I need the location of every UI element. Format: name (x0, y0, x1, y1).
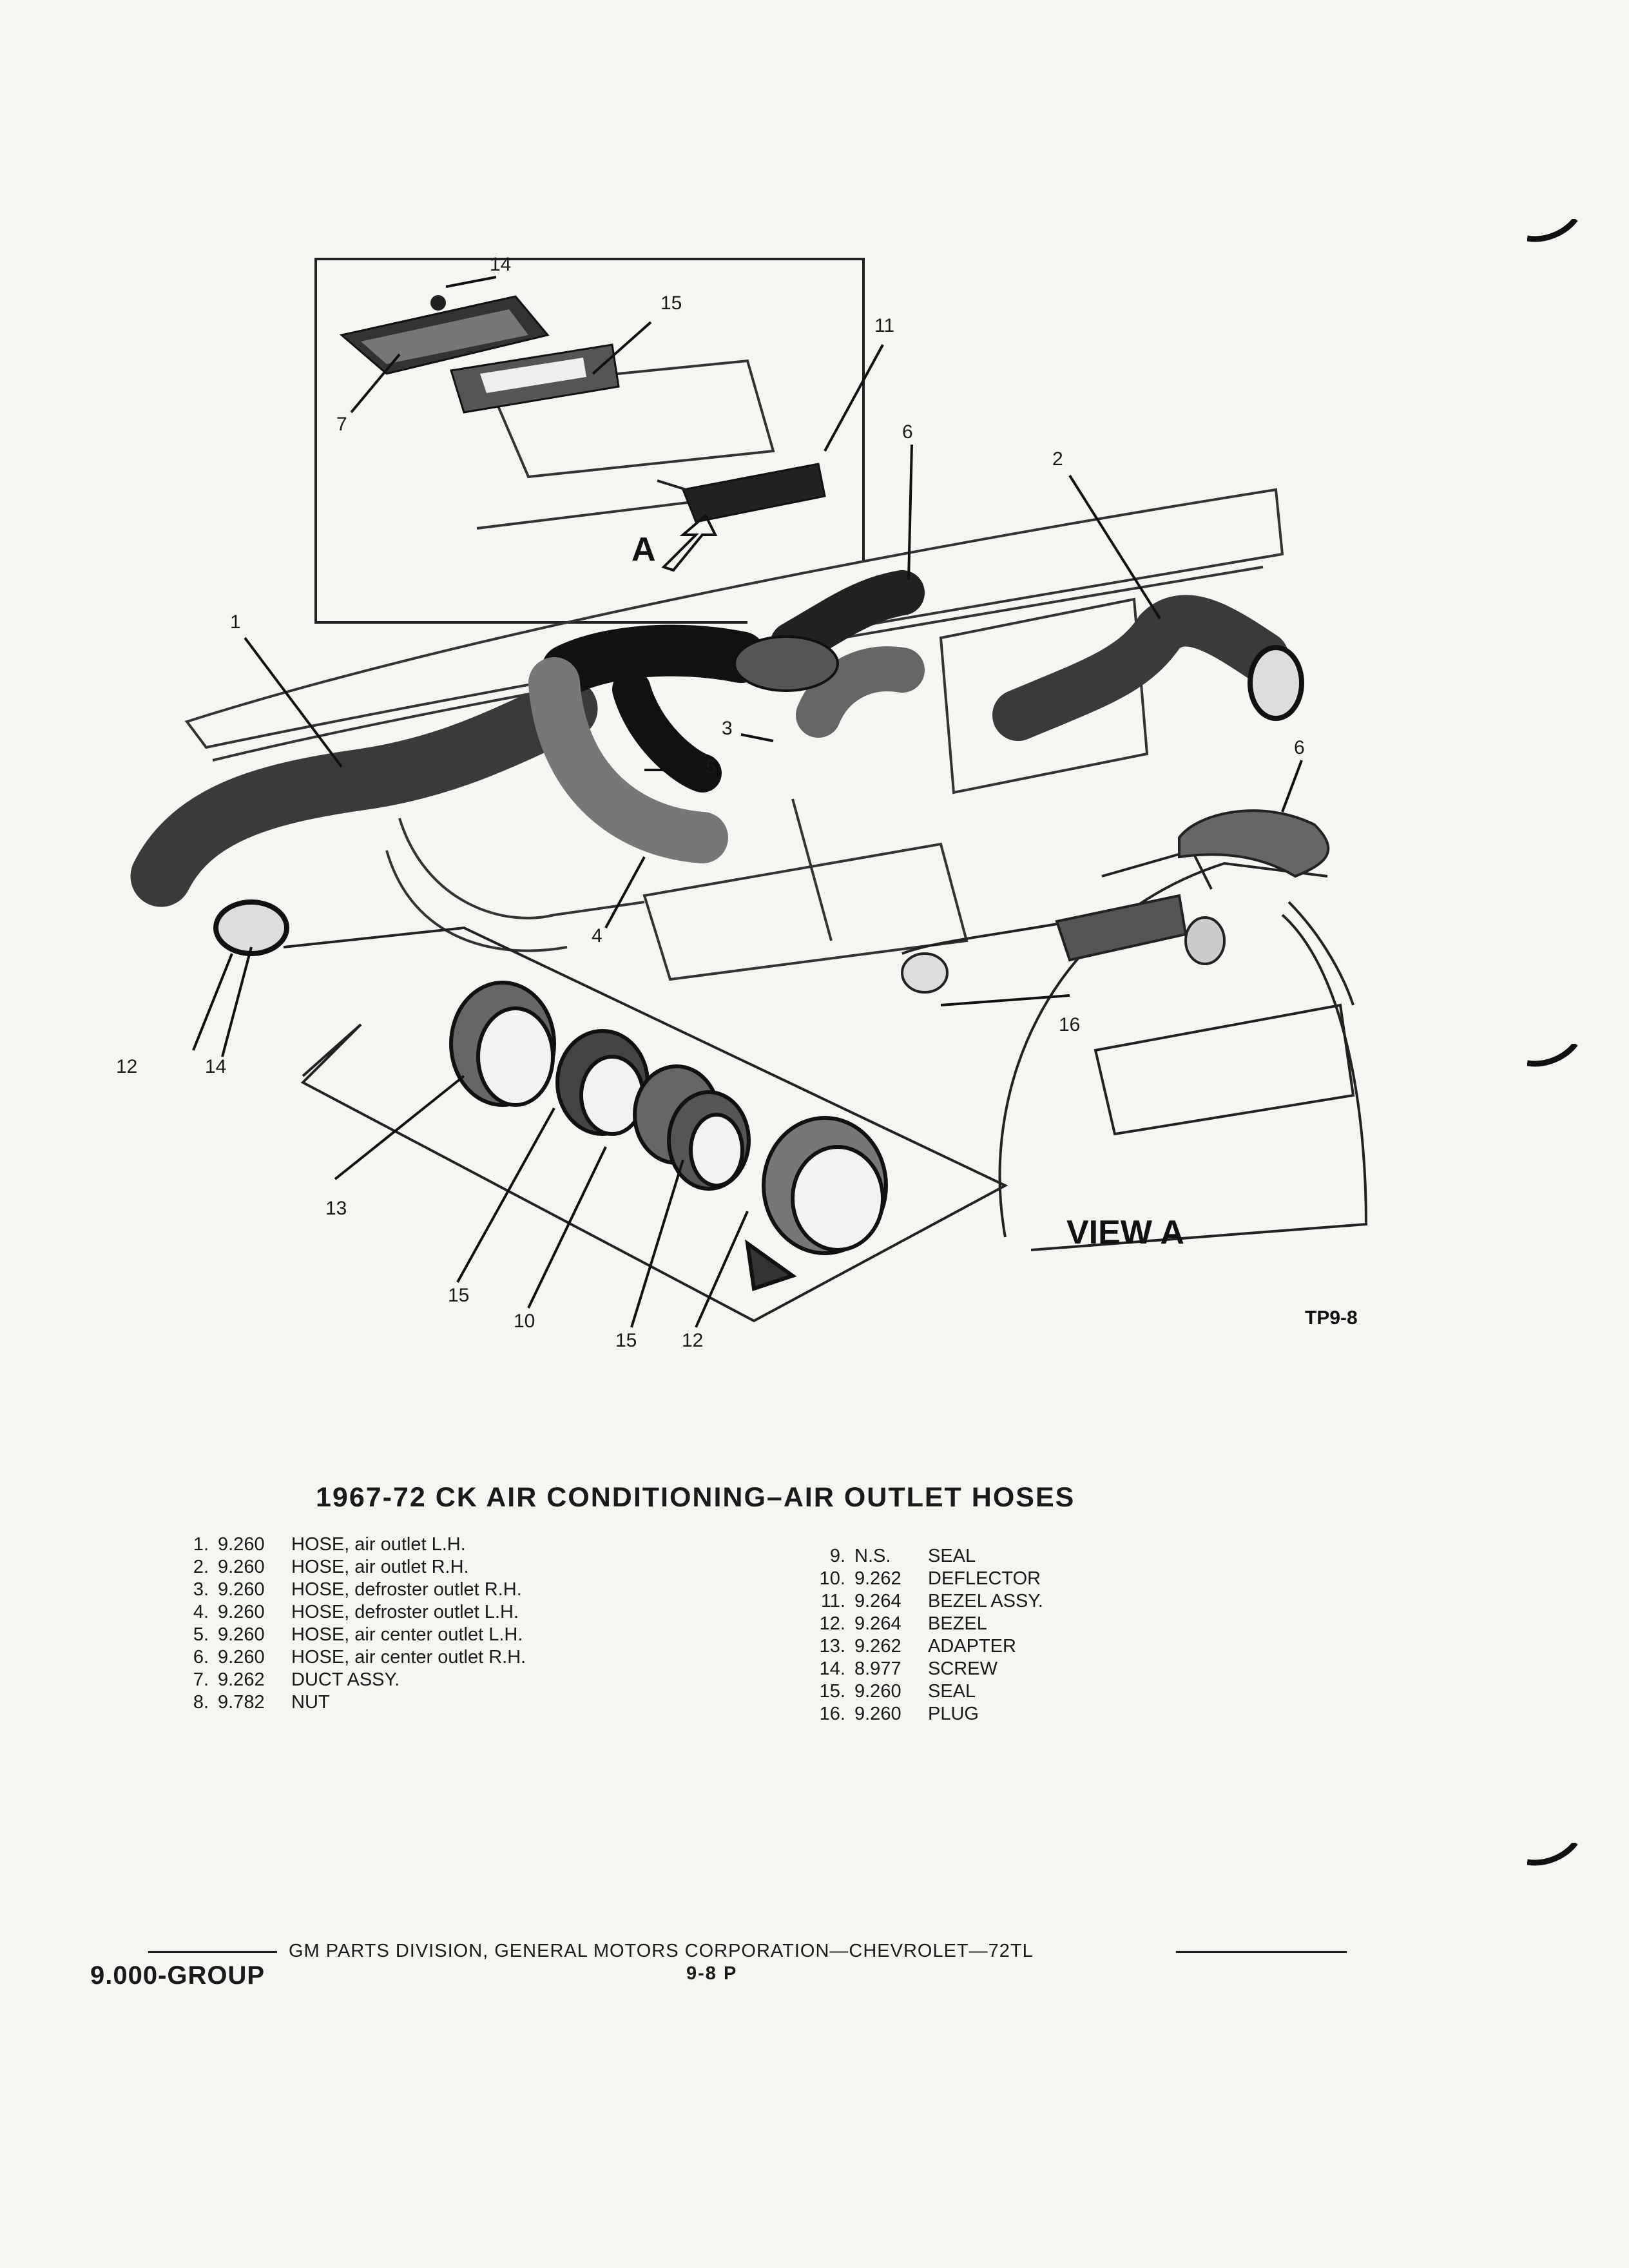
view-a-label: VIEW A (1066, 1214, 1184, 1251)
explode-frame (283, 926, 1008, 1323)
footer-group-label: 9.000-GROUP (90, 1961, 265, 1990)
svg-text:A: A (631, 531, 656, 568)
callout-leaders (192, 276, 1303, 1328)
exploded-diagram: 14 15 11 6 2 1 3 5 4 7 12 14 13 15 10 15… (116, 254, 1368, 1351)
callout-15-left: 15 (448, 1285, 469, 1306)
callout-9: 15 (660, 293, 682, 314)
callout-14: 14 (205, 1056, 226, 1077)
callout-5: 5 (706, 756, 717, 778)
footer-publisher: GM PARTS DIVISION, GENERAL MOTORS CORPOR… (289, 1941, 1034, 1961)
hose-assembly (130, 570, 1304, 956)
inset-duct-parts (339, 295, 826, 523)
callout-labels: 14 15 11 6 2 1 3 5 4 7 12 14 13 15 10 15… (116, 254, 1305, 1351)
inset-frame (314, 258, 865, 624)
callout-6-right: 6 (1294, 737, 1305, 758)
binder-mark (1527, 1044, 1578, 1067)
callout-4: 4 (592, 925, 602, 947)
callout-2: 2 (1052, 448, 1063, 470)
callout-11: 11 (874, 315, 894, 336)
callout-12-left: 12 (116, 1056, 137, 1077)
callout-7: 7 (336, 414, 347, 435)
callout-16: 16 (1059, 1014, 1080, 1035)
view-a-marker: A (631, 513, 718, 572)
binder-mark (1527, 1843, 1578, 1866)
callout-1: 1 (230, 611, 241, 633)
page-title: 1967-72 CK AIR CONDITIONING–AIR OUTLET H… (316, 1482, 1075, 1513)
callout-8: 14 (490, 254, 511, 275)
footer-rule-left (148, 1951, 277, 1953)
binder-mark (1527, 219, 1578, 242)
callout-13: 13 (325, 1198, 347, 1219)
dashboard-outline (184, 359, 1284, 981)
callout-15-right: 15 (615, 1330, 637, 1351)
figure-code: TP9-8 (1305, 1307, 1358, 1329)
callout-6-top: 6 (902, 421, 913, 443)
callout-10: 10 (514, 1311, 535, 1332)
bezel-exploded-parts (449, 981, 888, 1291)
view-a-detail (901, 809, 1368, 1251)
footer-rule-right (1176, 1951, 1347, 1953)
parts-row: 9.N.S.SEAL (829, 1546, 976, 1566)
callout-3: 3 (722, 718, 733, 739)
callout-12-right: 12 (682, 1330, 703, 1351)
footer-page-number: 9-8 P (686, 1963, 738, 1984)
